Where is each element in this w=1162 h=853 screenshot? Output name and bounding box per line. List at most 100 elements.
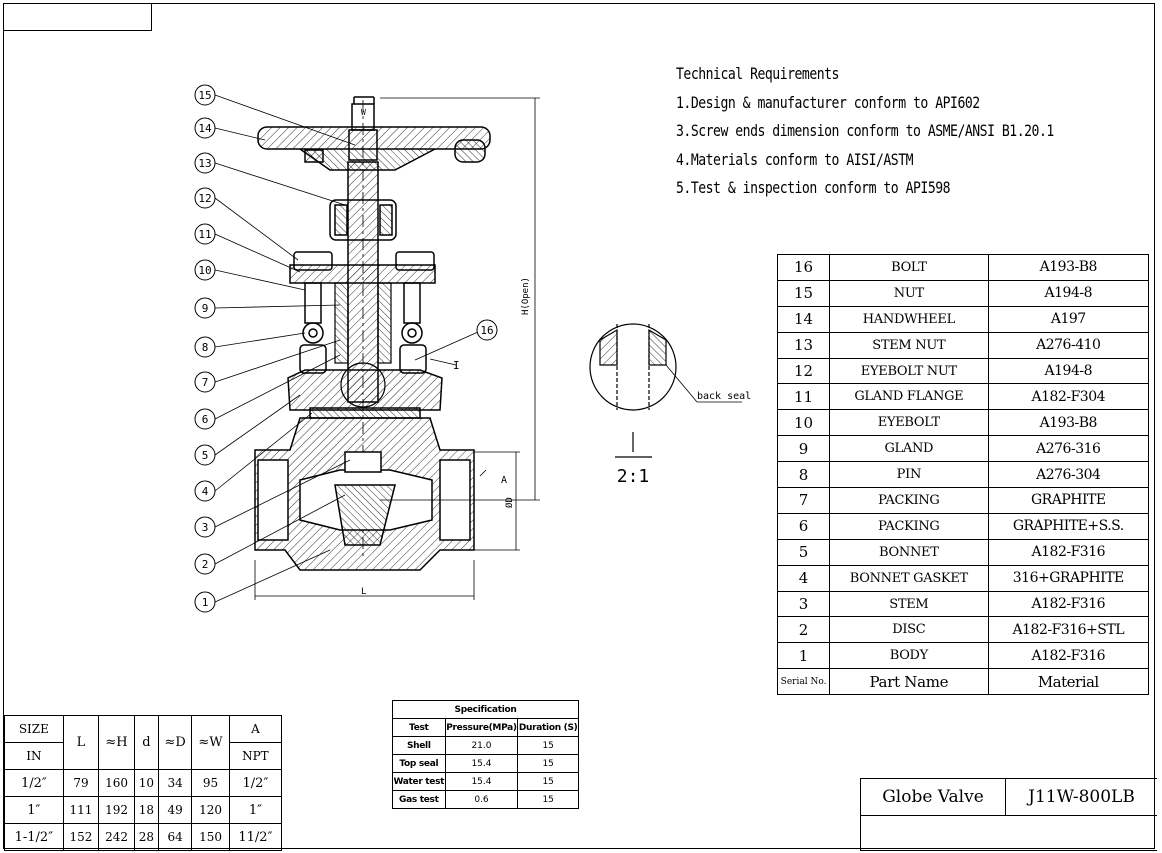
parts-cell-no: 14 xyxy=(776,305,831,333)
spec-cell: 15.4 xyxy=(444,754,519,773)
parts-cell-material: A194-8 xyxy=(987,279,1150,307)
balloon-16 xyxy=(476,319,498,341)
size-cell: 120 xyxy=(191,796,230,824)
parts-cell-name: BONNET GASKET xyxy=(829,564,989,592)
parts-cell-no: 9 xyxy=(776,435,831,463)
title-empty-row xyxy=(860,815,1157,851)
size-cell: 34 xyxy=(158,769,193,797)
parts-cell-material: A182-F304 xyxy=(987,383,1150,411)
svg-text:16: 16 xyxy=(480,324,493,337)
parts-cell-material: A197 xyxy=(987,305,1150,333)
parts-cell-no: 2 xyxy=(776,616,831,644)
size-cell: 160 xyxy=(98,769,135,797)
parts-cell-no: 4 xyxy=(776,564,831,592)
balloon-6 xyxy=(194,408,216,430)
svg-text:13: 13 xyxy=(198,157,211,170)
svg-text:6: 6 xyxy=(202,413,209,426)
balloon-2 xyxy=(194,553,216,575)
spec-cell: 21.0 xyxy=(444,736,519,755)
parts-cell-no: 3 xyxy=(776,590,831,618)
npt-header: NPT xyxy=(228,742,283,770)
svg-text:10: 10 xyxy=(198,264,211,277)
parts-cell-no: 1 xyxy=(776,642,831,670)
h-header: ≈H xyxy=(98,715,135,770)
svg-text:5: 5 xyxy=(202,449,209,462)
balloon-3 xyxy=(194,516,216,538)
parts-cell-material: A193-B8 xyxy=(987,409,1150,437)
tech-heading: Technical Requirements xyxy=(676,64,839,83)
parts-cell-material: A276-316 xyxy=(987,435,1150,463)
spec-cell: 15 xyxy=(517,772,579,791)
h-dim-label: H(Open) xyxy=(521,277,531,315)
size-cell: 49 xyxy=(158,796,193,824)
size-cell: 95 xyxy=(191,769,230,797)
svg-text:15: 15 xyxy=(198,89,211,102)
balloon-14 xyxy=(194,117,216,139)
parts-cell-name: DISC xyxy=(829,616,989,644)
parts-cell-name: BODY xyxy=(829,642,989,670)
parts-cell-material: A193-B8 xyxy=(987,254,1150,281)
svg-text:14: 14 xyxy=(198,122,212,135)
parts-header-name: Part Name xyxy=(829,668,989,696)
h-dimension xyxy=(254,97,540,600)
spec-cell: Shell xyxy=(392,736,446,755)
balloon-1 xyxy=(194,591,216,613)
bonnet xyxy=(287,369,443,419)
svg-text:8: 8 xyxy=(202,341,209,354)
body xyxy=(254,417,475,571)
gland-flange xyxy=(289,251,436,374)
size-cell: 1-1/2″ xyxy=(4,823,64,851)
spec-header: Pressure(MPa) xyxy=(444,718,519,737)
in-header: IN xyxy=(4,742,64,770)
parts-cell-no: 16 xyxy=(776,254,831,281)
a-header: A xyxy=(228,715,283,743)
svg-text:1: 1 xyxy=(202,596,209,609)
detail-scale: 2:1 xyxy=(617,466,650,487)
balloon-13 xyxy=(194,152,216,174)
size-cell: 242 xyxy=(98,823,135,851)
w-dim-label: W xyxy=(361,108,366,117)
stem-nut xyxy=(329,199,397,241)
parts-cell-name: EYEBOLT xyxy=(829,409,989,437)
parts-cell-material: GRAPHITE xyxy=(987,487,1150,514)
l-dim-label: L xyxy=(361,587,366,597)
tech-item: 1.Design & manufacturer conform to API60… xyxy=(676,92,980,112)
svg-text:9: 9 xyxy=(202,302,209,315)
parts-cell-name: PACKING xyxy=(829,512,989,540)
parts-cell-no: 6 xyxy=(776,512,831,540)
parts-cell-material: A194-8 xyxy=(987,357,1150,385)
svg-text:7: 7 xyxy=(202,376,209,389)
size-header: SIZE xyxy=(4,715,64,743)
size-cell: 79 xyxy=(62,769,100,797)
parts-header-material: Material xyxy=(987,668,1150,696)
spec-cell: Top seal xyxy=(392,754,446,773)
parts-cell-name: PIN xyxy=(829,461,989,489)
title-model: J11W-800LB xyxy=(1004,778,1157,816)
parts-cell-material: A182-F316 xyxy=(987,642,1150,670)
size-cell: 192 xyxy=(98,796,135,824)
w-header: ≈W xyxy=(191,715,230,770)
balloon-4 xyxy=(194,480,216,502)
tech-item: 5.Test & inspection conform to API598 xyxy=(676,178,951,198)
parts-cell-name: BOLT xyxy=(829,254,989,281)
tech-item: 4.Materials conform to AISI/ASTM xyxy=(676,149,914,169)
size-cell: 18 xyxy=(133,796,160,824)
size-cell: 1″ xyxy=(228,796,283,824)
drawing-frame xyxy=(3,3,1155,849)
parts-cell-no: 15 xyxy=(776,279,831,307)
